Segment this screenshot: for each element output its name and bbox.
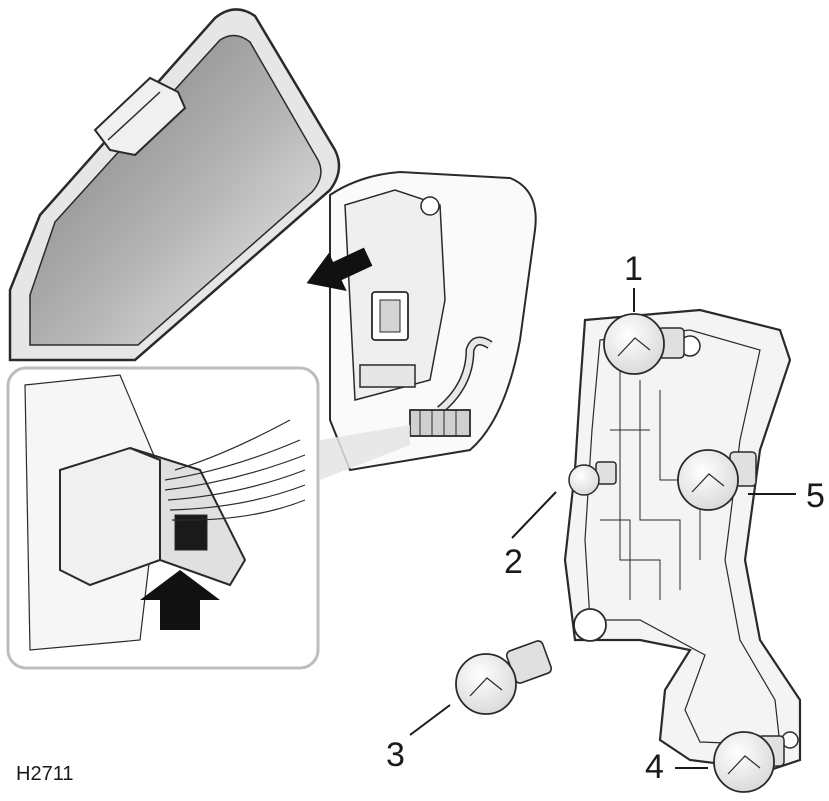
leader-lines — [409, 288, 796, 769]
callout-5: 5 — [806, 477, 825, 515]
figure-code: H2711 — [16, 763, 74, 785]
bulb-carrier — [563, 308, 802, 772]
bulb-1 — [603, 313, 685, 375]
bulb-4 — [713, 731, 785, 793]
zoom-beam — [320, 425, 410, 480]
callout-3: 3 — [386, 736, 405, 774]
release-arrow-upper — [306, 247, 373, 291]
bulb-2 — [568, 461, 617, 496]
push-arrow — [140, 570, 220, 630]
access-cover — [8, 8, 341, 362]
callout-2: 2 — [504, 543, 523, 581]
callout-1: 1 — [624, 250, 643, 288]
connector-detail-inset — [6, 366, 320, 670]
callout-4: 4 — [645, 748, 664, 786]
body-housing — [329, 170, 537, 472]
bulb-5 — [677, 449, 757, 511]
bulb-3 — [455, 640, 553, 715]
